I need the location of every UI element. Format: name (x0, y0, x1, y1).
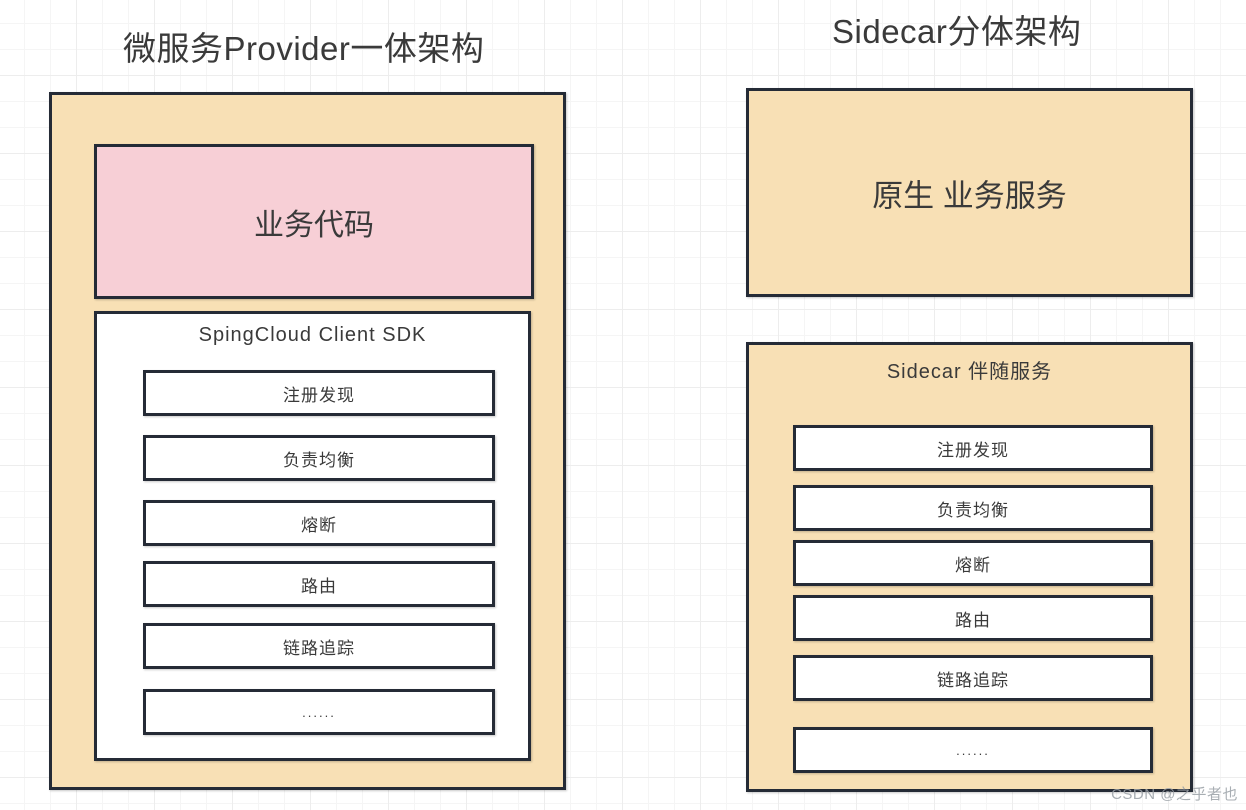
capability-item-more[interactable]: ...... (793, 727, 1153, 773)
capability-item[interactable]: 注册发现 (143, 370, 495, 416)
capability-item[interactable]: 路由 (143, 561, 495, 607)
sidecar-companion-service-label: Sidecar 伴随服务 (886, 361, 1053, 383)
left-diagram-title: 微服务Provider一体架构 (123, 30, 485, 67)
springcloud-client-sdk-block: SpingCloud Client SDK 注册发现 负责均衡 熔断 路由 链路… (94, 311, 531, 761)
capability-item[interactable]: 负责均衡 (143, 435, 495, 481)
capability-item[interactable]: 熔断 (143, 500, 495, 546)
springcloud-client-sdk-label: SpingCloud Client SDK (198, 324, 427, 346)
capability-item[interactable]: 注册发现 (793, 425, 1153, 471)
capability-item-more[interactable]: ...... (143, 689, 495, 735)
native-business-service-label: 原生 业务服务 (872, 178, 1067, 213)
microservice-provider-panel: 业务代码 SpingCloud Client SDK 注册发现 负责均衡 熔断 … (49, 92, 566, 790)
csdn-watermark: CSDN @之乎者也 (1111, 786, 1238, 803)
business-code-block: 业务代码 (94, 144, 534, 299)
business-code-label: 业务代码 (254, 208, 374, 242)
capability-item[interactable]: 路由 (793, 595, 1153, 641)
sidecar-companion-service-panel: Sidecar 伴随服务 注册发现 负责均衡 熔断 路由 链路追踪 ...... (746, 342, 1193, 792)
capability-item[interactable]: 链路追踪 (143, 623, 495, 669)
capability-item[interactable]: 熔断 (793, 540, 1153, 586)
native-business-service-panel: 原生 业务服务 (746, 88, 1193, 297)
capability-item[interactable]: 链路追踪 (793, 655, 1153, 701)
capability-item[interactable]: 负责均衡 (793, 485, 1153, 531)
right-diagram-title: Sidecar分体架构 (832, 13, 1082, 50)
